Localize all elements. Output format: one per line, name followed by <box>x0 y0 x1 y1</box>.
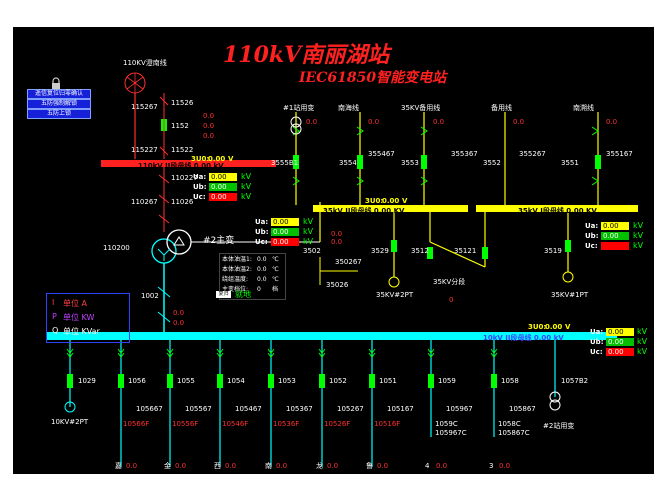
bus-10kv-u0: 0.00 <box>545 323 563 331</box>
bus-10kv-ua: 0.00 <box>606 328 634 336</box>
force-unlock-button[interactable]: 五防强制解锁 <box>27 99 91 109</box>
scada-screen: 110kV南丽湖站 IEC61850智能变电站 遥信复位归零确认 五防强制解锁 … <box>13 27 654 474</box>
bus-section-label: 35KV分段 <box>433 278 466 286</box>
bus-10kv-uc: 0.00 <box>606 348 634 356</box>
cb-1152-value: 0.0 <box>203 112 215 120</box>
feeder-10-7-label: 4 <box>425 462 430 470</box>
cb-3551: 3551 <box>561 159 579 167</box>
cb-3554: 3554 <box>339 159 357 167</box>
bus-110kv-name: 110kV II段母线 0.00 kV <box>138 162 224 170</box>
cb-1058[interactable]: 1058 <box>501 377 519 385</box>
bus-110kv <box>101 160 276 167</box>
local-mode-label: 就地 <box>235 290 251 299</box>
cb-1057b2[interactable]: 1057B2 <box>561 377 589 385</box>
bus-10kv <box>47 332 617 340</box>
station-transformer-2-label: #2站用变 <box>543 422 575 430</box>
bus-35kv-i-ua: 0.00 <box>601 222 629 230</box>
cb-3555b1: 3555B1 <box>271 159 299 167</box>
feeder-35-name-1[interactable]: 南海线 <box>338 104 359 112</box>
station-title: 110kV南丽湖站 <box>223 42 390 68</box>
bus-110kv-ua: 0.00 <box>209 173 237 181</box>
signal-reset-button[interactable]: 遥信复位归零确认 <box>27 89 91 99</box>
lock-button[interactable]: 五防上锁 <box>27 109 91 119</box>
bus-35kv-i-name: 35kV I段母线 0.00 KV <box>518 207 597 215</box>
sw-11026-label: 11026 <box>171 198 194 206</box>
cb-1052[interactable]: 1052 <box>329 377 347 385</box>
bus-110kv-ub: 0.00 <box>209 183 237 191</box>
units-legend: I 单位 A P 单位 KW Q 单位 KVar <box>46 293 130 343</box>
cb-3552: 3552 <box>483 159 501 167</box>
incoming-line-icon <box>124 72 169 159</box>
pt-10kv-label: 10KV#2PT <box>51 418 89 426</box>
sw-11522-label: 11522 <box>171 146 194 154</box>
lock-icon[interactable] <box>51 74 61 89</box>
transformer-name: #2主变 <box>203 236 235 246</box>
cb-3553: 3553 <box>401 159 419 167</box>
single-line-diagram <box>47 72 638 467</box>
sw-110227-label: 110227 <box>171 174 198 182</box>
feeder-10-5-label: 龙 <box>316 462 323 470</box>
bus-110kv-u0: 0.00 <box>208 155 226 163</box>
cb-1051[interactable]: 1051 <box>379 377 397 385</box>
cb-1152-label: 1152 <box>171 122 189 130</box>
bus-35kv-ii-ub: 0.00 <box>271 228 299 236</box>
station-subtitle: IEC61850智能变电站 <box>299 70 447 86</box>
feeder-10-3-label: 西 <box>214 462 221 470</box>
cb-1059[interactable]: 1059 <box>438 377 456 385</box>
feeder-10-2-label: 金 <box>164 462 171 470</box>
pt-35kv-1-label: 35KV#1PT <box>551 291 589 299</box>
cb-1054[interactable]: 1054 <box>227 377 245 385</box>
cb-1055[interactable]: 1055 <box>177 377 195 385</box>
incoming-line-name: 110KV澄南线 <box>123 59 167 67</box>
bus-35kv-ii-uc: 0.00 <box>271 238 299 246</box>
feeder-10-6-label: 鲁 <box>366 462 373 470</box>
sw-11526-label: 11526 <box>171 99 194 107</box>
bus-10kv-name: 10kV II段母线 0.00 kV <box>483 334 564 342</box>
feeder-35-name-2[interactable]: 35KV备用线 <box>401 104 441 112</box>
cb-1053[interactable]: 1053 <box>278 377 296 385</box>
bus-35kv-i-ub: 0.00 <box>601 232 629 240</box>
sw-110267-label: 110267 <box>131 198 158 206</box>
bus-35kv-i-uc <box>601 242 629 250</box>
feeder-35-name-3[interactable]: 备用线 <box>491 104 512 112</box>
cb-1029[interactable]: 1029 <box>78 377 96 385</box>
pt-35kv-2-icon <box>388 276 400 288</box>
feeder-35-name-0[interactable]: #1站用变 <box>283 104 315 112</box>
sw-110200-label: 110200 <box>103 244 130 252</box>
bus-10kv-ub: 0.00 <box>606 338 634 346</box>
feeder-10-4-label: 南 <box>265 462 272 470</box>
feeders-10kv <box>69 340 556 467</box>
feeder-35-name-4[interactable]: 南溯线 <box>573 104 594 112</box>
feeder-10-8-label: 3 <box>489 462 494 470</box>
sw-115227-label: 115227 <box>131 146 158 154</box>
feeder-10-1-label: 嘉 <box>115 462 122 470</box>
bus-35kv-ii-ua: 0.00 <box>271 218 299 226</box>
bus-35kv-ii <box>313 205 468 212</box>
transformer-icon[interactable] <box>151 229 192 264</box>
bus-35kv-u0: 0.00 <box>382 197 400 205</box>
bus-35kv-ii-name: 35kV II段母线 0.00 KV <box>323 207 405 215</box>
bus-35kv-i <box>476 205 638 212</box>
pt-35kv-2-label: 35KV#2PT <box>376 291 414 299</box>
sw-1002-label: 1002 <box>141 292 159 300</box>
sw-115267-label: 115267 <box>131 103 158 111</box>
reset-button[interactable]: 复归 <box>216 291 231 298</box>
cb-1056[interactable]: 1056 <box>128 377 146 385</box>
bus-110kv-uc: 0.00 <box>209 193 237 201</box>
